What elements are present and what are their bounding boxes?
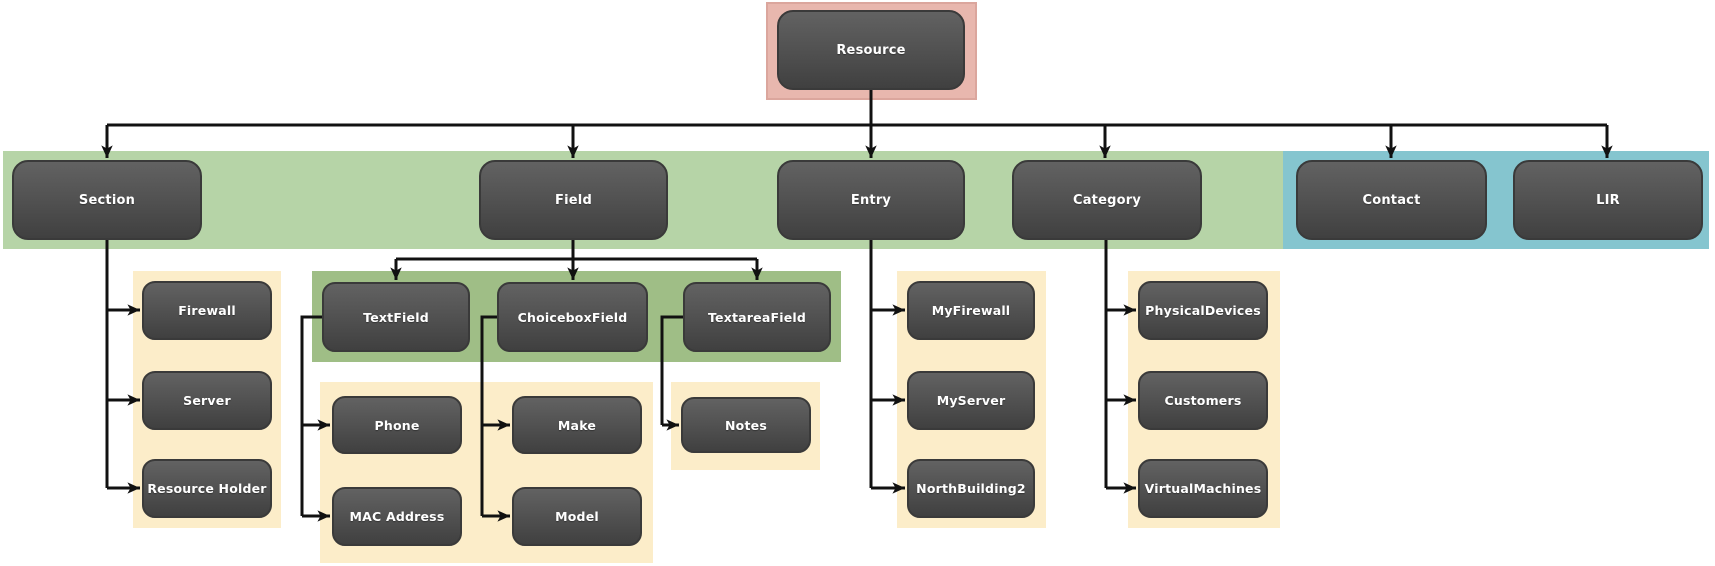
node-category[interactable]: Category (1012, 160, 1202, 240)
node-customers[interactable]: Customers (1138, 371, 1268, 430)
node-lir[interactable]: LIR (1513, 160, 1703, 240)
node-resource-holder[interactable]: Resource Holder (142, 459, 272, 518)
connector-textarea-stem (660, 315, 683, 425)
connector-choicebox-stem (480, 315, 497, 516)
node-entry[interactable]: Entry (777, 160, 965, 240)
node-server[interactable]: Server (142, 371, 272, 430)
node-resource[interactable]: Resource (777, 10, 965, 90)
connector-field-stem (396, 240, 757, 261)
node-firewall[interactable]: Firewall (142, 281, 272, 340)
node-mac-address[interactable]: MAC Address (332, 487, 462, 546)
node-field[interactable]: Field (479, 160, 668, 240)
node-northbuilding2[interactable]: NorthBuilding2 (907, 459, 1035, 518)
node-textareafield[interactable]: TextareaField (683, 282, 831, 352)
node-myfirewall[interactable]: MyFirewall (907, 281, 1035, 340)
node-model[interactable]: Model (512, 487, 642, 546)
node-virtualmachines[interactable]: VirtualMachines (1138, 459, 1268, 518)
node-contact[interactable]: Contact (1296, 160, 1487, 240)
node-myserver[interactable]: MyServer (907, 371, 1035, 430)
node-section[interactable]: Section (12, 160, 202, 240)
node-textfield[interactable]: TextField (322, 282, 470, 352)
node-physicaldevices[interactable]: PhysicalDevices (1138, 281, 1268, 340)
node-make[interactable]: Make (512, 396, 642, 454)
node-choiceboxfield[interactable]: ChoiceboxField (497, 282, 648, 352)
connector-textfield-stem (300, 315, 322, 516)
node-notes[interactable]: Notes (681, 397, 811, 453)
node-phone[interactable]: Phone (332, 396, 462, 454)
